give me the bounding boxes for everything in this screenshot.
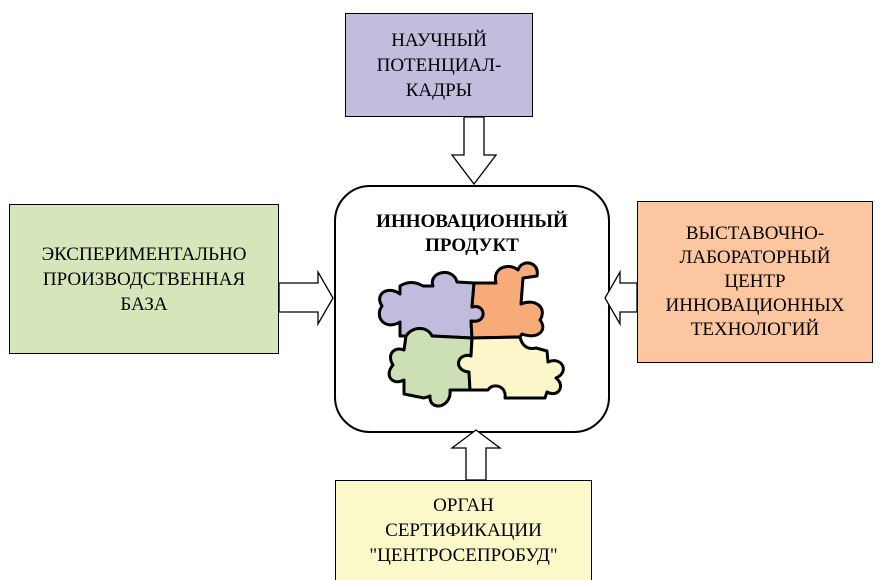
box-text-line: ЛАБОРАТОРНЫЙ bbox=[679, 247, 831, 268]
box-text-line: ПОТЕНЦИАЛ- bbox=[376, 54, 502, 76]
innovation-product-title: ИННОВАЦИОННЫЙ ПРОДУКТ bbox=[334, 210, 610, 258]
exhibition-lab-center-box: ВЫСТАВОЧНО- ЛАБОРАТОРНЫЙ ЦЕНТР ИННОВАЦИО… bbox=[637, 201, 873, 363]
box-text-line: ЭКСПЕРИМЕНТАЛЬНО bbox=[41, 243, 247, 265]
arrow-right-icon bbox=[278, 269, 334, 327]
box-text-line: ТЕХНОЛОГИЙ bbox=[690, 319, 820, 340]
box-text-line: КАДРЫ bbox=[405, 79, 473, 101]
box-text-line: ОРГАН bbox=[433, 495, 494, 516]
box-text-line: НАУЧНЫЙ bbox=[391, 29, 487, 51]
title-line: ИННОВАЦИОННЫЙ bbox=[376, 211, 568, 232]
box-text-line: БАЗА bbox=[120, 293, 168, 315]
title-line: ПРОДУКТ bbox=[425, 235, 519, 256]
scientific-potential-box: НАУЧНЫЙ ПОТЕНЦИАЛ- КАДРЫ bbox=[345, 13, 533, 117]
box-text-line: СЕРТИФИКАЦИИ bbox=[385, 520, 542, 541]
box-text-line: ИННОВАЦИОННЫХ bbox=[665, 295, 845, 316]
puzzle-piece-yellow bbox=[457, 335, 565, 400]
certification-body-box: ОРГАН СЕРТИФИКАЦИИ "ЦЕНТРОСЕПРОБУД" bbox=[335, 480, 592, 580]
arrow-up-icon bbox=[450, 429, 502, 481]
puzzle-piece-green bbox=[387, 327, 474, 408]
box-text-line: ЦЕНТР bbox=[724, 271, 786, 292]
experimental-production-base-box: ЭКСПЕРИМЕНТАЛЬНО ПРОИЗВОДСТВЕННАЯ БАЗА bbox=[9, 204, 279, 354]
arrow-down-icon bbox=[450, 116, 498, 186]
puzzle-piece-orange bbox=[469, 261, 545, 340]
box-text-line: "ЦЕНТРОСЕПРОБУД" bbox=[369, 545, 558, 566]
box-text-line: ВЫСТАВОЧНО- bbox=[685, 223, 825, 244]
box-text-line: ПРОИЗВОДСТВЕННАЯ bbox=[42, 268, 246, 290]
arrow-left-icon bbox=[604, 269, 638, 327]
puzzle-pieces-icon bbox=[377, 261, 565, 408]
puzzle-piece-purple bbox=[377, 271, 485, 340]
